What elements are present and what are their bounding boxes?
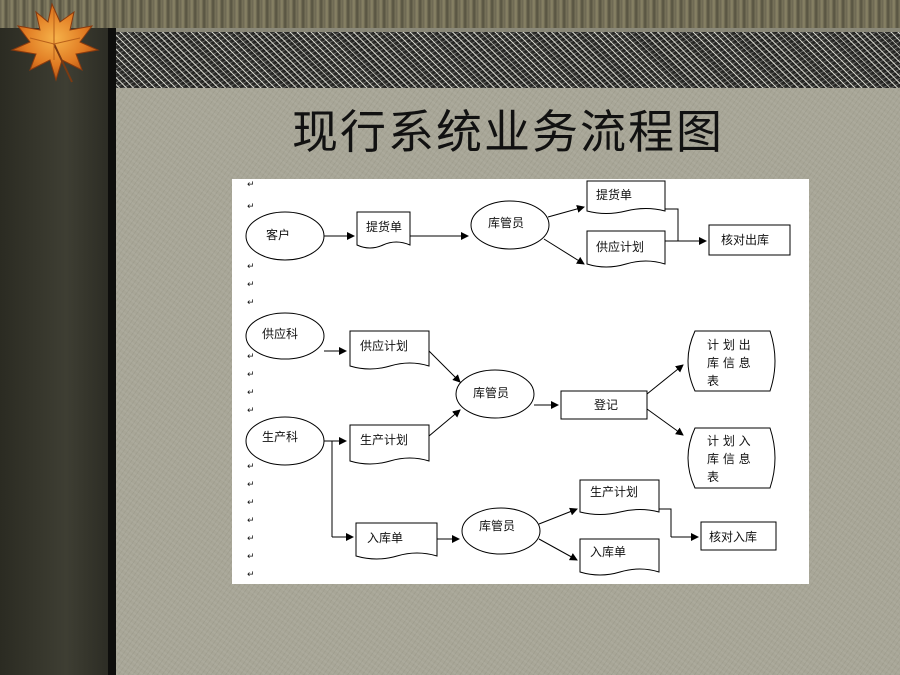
svg-text:↵: ↵ [247, 298, 255, 308]
svg-text:生产计划: 生产计划 [360, 433, 408, 447]
node-chuku-biao [687, 330, 776, 392]
noise-texture-band [116, 32, 900, 88]
svg-text:↵: ↵ [247, 498, 255, 508]
return-marks: ↵ ↵ ↵ ↵ ↵ ↵ ↵ ↵ ↵ ↵ ↵ ↵ ↵ ↵ ↵ ↵ [247, 180, 255, 580]
svg-text:核对出库: 核对出库 [721, 232, 769, 247]
svg-text:入库单: 入库单 [367, 530, 403, 545]
svg-text:提货单: 提货单 [366, 219, 402, 234]
node-ruku-biao [687, 427, 776, 489]
flowchart-canvas: ↵ ↵ ↵ ↵ ↵ ↵ ↵ ↵ ↵ ↵ ↵ ↵ ↵ ↵ ↵ ↵ 客户 [232, 179, 809, 584]
svg-text:↵: ↵ [247, 480, 255, 490]
node-gongyingjihua-2 [349, 330, 430, 370]
svg-text:供应计划: 供应计划 [360, 338, 408, 353]
svg-text:表: 表 [707, 470, 719, 484]
svg-text:↵: ↵ [247, 534, 255, 544]
svg-text:↵: ↵ [247, 462, 255, 472]
svg-text:供应科: 供应科 [262, 326, 298, 341]
svg-text:登记: 登记 [594, 397, 618, 412]
flowchart-svg: ↵ ↵ ↵ ↵ ↵ ↵ ↵ ↵ ↵ ↵ ↵ ↵ ↵ ↵ ↵ ↵ 客户 [245, 180, 791, 580]
node-heduichuku [708, 224, 791, 256]
svg-text:↵: ↵ [247, 352, 255, 362]
node-kuguanyuan-2 [455, 369, 535, 419]
node-tihuodan-1 [356, 211, 411, 249]
node-dengji [560, 390, 648, 420]
svg-text:↵: ↵ [247, 262, 255, 272]
svg-text:↵: ↵ [247, 516, 255, 526]
svg-text:生产计划: 生产计划 [590, 485, 638, 499]
left-column-edge [108, 28, 116, 675]
maple-leaf-icon [10, 2, 100, 83]
svg-text:↵: ↵ [247, 280, 255, 290]
node-kuguanyuan-1 [470, 200, 550, 250]
svg-text:供应计划: 供应计划 [596, 239, 644, 254]
svg-text:计 划 入: 计 划 入 [707, 434, 751, 448]
svg-text:入库单: 入库单 [590, 544, 626, 559]
slide-title: 现行系统业务流程图 [292, 105, 724, 159]
node-rukudan-1 [355, 522, 438, 560]
node-shengchanjihua-1 [349, 424, 430, 465]
svg-text:核对入库: 核对入库 [709, 529, 757, 544]
svg-text:表: 表 [707, 374, 719, 388]
svg-text:↵: ↵ [247, 180, 255, 190]
svg-text:库管员: 库管员 [488, 215, 524, 230]
svg-text:库 信 息: 库 信 息 [707, 451, 751, 466]
svg-text:↵: ↵ [247, 570, 255, 580]
node-kuguanyuan-3 [461, 507, 541, 555]
svg-text:计 划 出: 计 划 出 [707, 338, 751, 352]
node-gongyingjihua-1 [586, 230, 666, 268]
svg-text:↵: ↵ [247, 370, 255, 380]
node-gongyingke [245, 312, 325, 360]
svg-text:库 信 息: 库 信 息 [707, 355, 751, 370]
node-shengchanjihua-2 [579, 479, 660, 515]
svg-text:生产科: 生产科 [262, 430, 298, 444]
node-heduiruku [700, 521, 777, 551]
left-dark-column [0, 28, 110, 675]
svg-text:↵: ↵ [247, 388, 255, 398]
node-kehu-label: 客户 [266, 227, 290, 242]
node-tihuodan-2 [586, 180, 666, 214]
svg-text:↵: ↵ [247, 202, 255, 212]
node-rukudan-2 [579, 538, 660, 576]
svg-text:库管员: 库管员 [479, 518, 515, 533]
svg-text:提货单: 提货单 [596, 187, 632, 202]
svg-text:库管员: 库管员 [473, 385, 509, 400]
svg-text:↵: ↵ [247, 406, 255, 416]
svg-text:↵: ↵ [247, 552, 255, 562]
top-texture-band [0, 0, 900, 28]
